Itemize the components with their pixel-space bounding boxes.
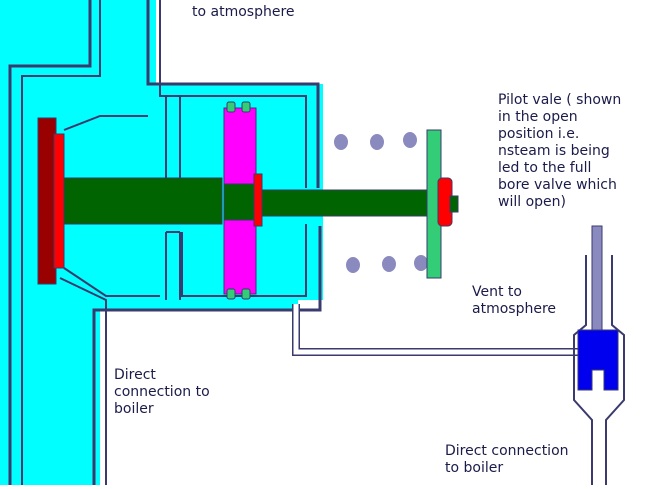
label-pilot-valve: Pilot vale ( shown in the open position … bbox=[498, 92, 622, 210]
body-outline-inner-left bbox=[21, 0, 101, 485]
piston-seal-top-right bbox=[241, 101, 251, 113]
pilot-valve bbox=[573, 225, 625, 485]
body-seat-line-upper bbox=[63, 115, 148, 131]
body-outline-bottom-outer bbox=[92, 226, 322, 485]
label-direct-connection-left: Direct connection to boiler bbox=[114, 367, 210, 417]
pilot-stem bbox=[255, 189, 433, 217]
piston-seal-top-left bbox=[226, 101, 236, 113]
body-divider-lower bbox=[165, 231, 181, 300]
piston-seal-bottom-left bbox=[226, 288, 236, 300]
pilot-valve-plug bbox=[577, 329, 619, 391]
pilot-valve-outline-left bbox=[573, 255, 593, 485]
spring-coil bbox=[370, 134, 384, 150]
body-outline-top-inner bbox=[159, 0, 307, 188]
label-vent-to-atmosphere: Vent to atmosphere bbox=[472, 284, 556, 317]
body-outline-top bbox=[146, 0, 320, 188]
label-to-atmosphere: to atmosphere bbox=[192, 4, 295, 20]
pilot-stem-end bbox=[449, 195, 459, 213]
label-direct-connection-bottom: Direct connection to boiler bbox=[445, 443, 569, 476]
piston-seal-bottom-right bbox=[241, 288, 251, 300]
pilot-valve-outline-right bbox=[605, 255, 625, 485]
spring-coil bbox=[346, 257, 360, 273]
pilot-pipe-inner bbox=[293, 304, 582, 355]
spring-coil bbox=[382, 256, 396, 272]
piston-collar bbox=[253, 173, 263, 227]
pilot-vent-rod bbox=[591, 225, 603, 331]
body-outline-left bbox=[8, 0, 92, 485]
body-seat-line-lower bbox=[63, 267, 160, 297]
spring-coil bbox=[334, 134, 348, 150]
body-outline-inner-bottom bbox=[59, 277, 107, 485]
valve-seat-red bbox=[53, 133, 65, 269]
spring-coils bbox=[334, 132, 428, 273]
main-stem bbox=[63, 177, 223, 225]
piston-core bbox=[223, 183, 257, 221]
spring-coil bbox=[403, 132, 417, 148]
valve-seat-dark bbox=[37, 117, 57, 285]
spring-coil bbox=[414, 255, 428, 271]
